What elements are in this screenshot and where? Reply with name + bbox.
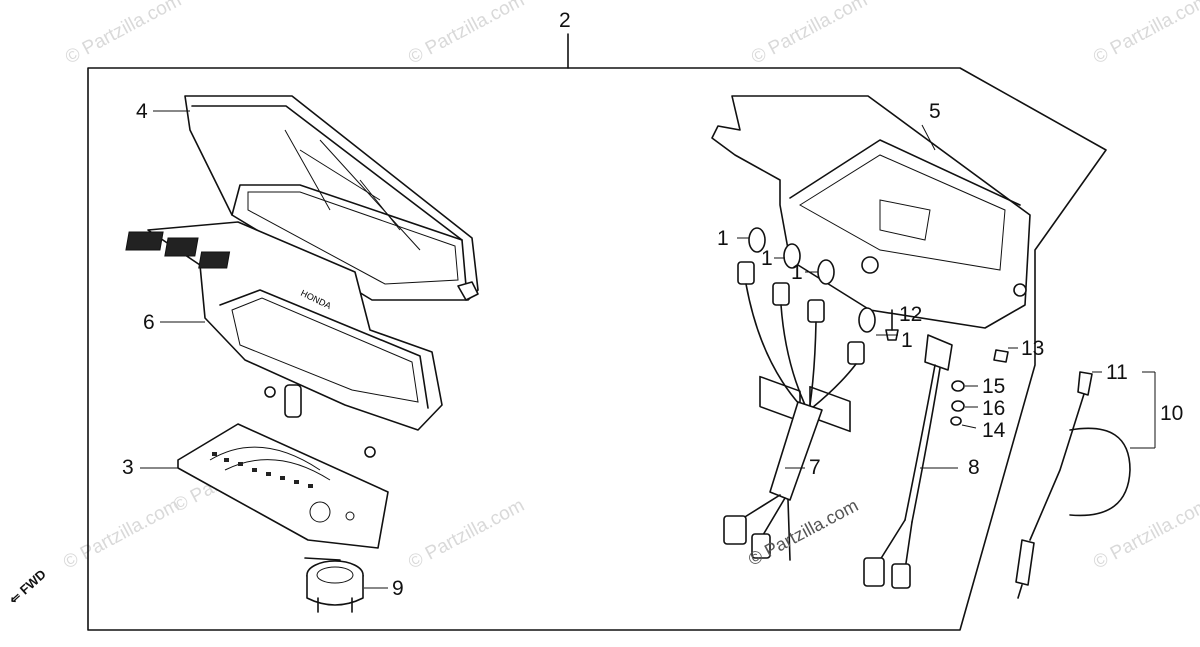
callout-15: 15	[982, 375, 1006, 398]
upper-case-lens	[184, 95, 479, 301]
dial-face	[177, 423, 389, 549]
lower-case-housing	[711, 95, 1031, 433]
callout-3: 3	[122, 456, 134, 479]
callout-6: 6	[143, 311, 155, 334]
leader-lines	[140, 110, 1156, 589]
wiring-harness-7	[723, 261, 865, 561]
callout-9: 9	[392, 577, 404, 600]
callout-1: 1	[717, 227, 729, 250]
callout-8: 8	[968, 456, 980, 479]
callout-12: 12	[899, 303, 923, 326]
callout-4: 4	[136, 100, 148, 123]
callout-13: 13	[1021, 337, 1045, 360]
bezel-cover: HONDA	[125, 221, 443, 458]
callout-10: 10	[1160, 402, 1184, 425]
callout-14: 14	[982, 419, 1006, 442]
bulb-grommets	[748, 227, 876, 333]
callout-7: 7	[809, 456, 821, 479]
callout-1: 1	[901, 329, 913, 352]
callout-11: 11	[1106, 361, 1128, 384]
small-hardware	[885, 309, 1009, 426]
speedometer-cable	[1015, 371, 1131, 599]
assembly-frame	[87, 33, 1107, 631]
wiring-harness-8	[863, 334, 953, 589]
callout-1: 1	[761, 247, 773, 270]
callout-5: 5	[929, 100, 941, 123]
callout-2: 2	[559, 9, 571, 32]
odometer-unit	[304, 557, 364, 613]
callout-16: 16	[982, 397, 1006, 420]
callout-1: 1	[791, 261, 803, 284]
